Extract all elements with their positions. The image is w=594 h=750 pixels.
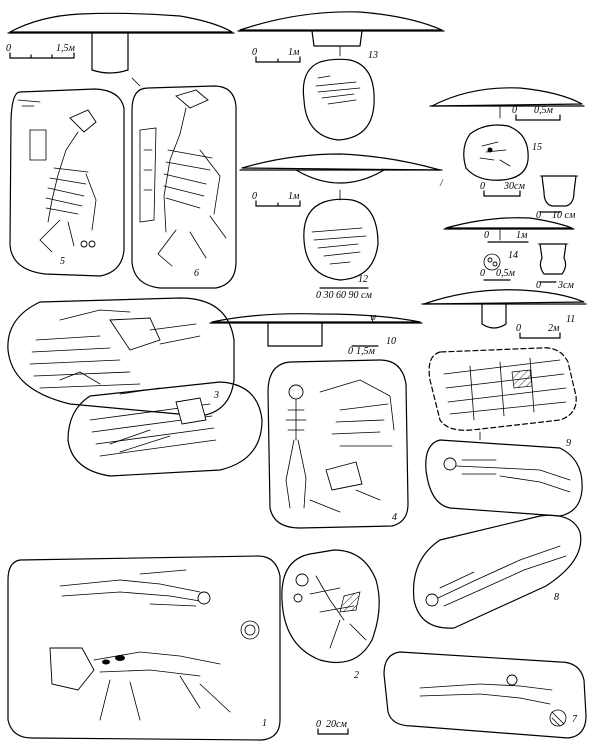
svg-text:1м: 1м <box>288 47 300 58</box>
svg-text:0 30 60 90 см: 0 30 60 90 см <box>316 290 372 301</box>
plan-13 <box>302 58 375 141</box>
plan-9: 9 <box>428 347 577 449</box>
scale-bar-15-section: 0 0,5м <box>512 105 561 121</box>
label-6: 6 <box>194 268 199 279</box>
svg-text:0: 0 <box>252 47 257 58</box>
vessel-14 <box>537 243 569 275</box>
label-7: 7 <box>572 714 578 725</box>
svg-text:0,5м: 0,5м <box>496 268 516 279</box>
plan-2: 2 <box>281 549 380 681</box>
svg-text:20см: 20см <box>326 719 347 730</box>
section-12: / <box>239 153 444 201</box>
plan-1: 1 <box>7 555 281 741</box>
svg-text:30см: 30см <box>503 181 525 192</box>
svg-text:0: 0 <box>516 323 521 334</box>
scale-bar-12-section: 0 1м <box>252 191 301 207</box>
svg-text:0: 0 <box>536 210 541 221</box>
svg-text:3см: 3см <box>557 280 574 291</box>
scale-bar-12-plan: 0 30 60 90 см <box>316 287 372 301</box>
label-15: 15 <box>532 142 542 153</box>
svg-text:0: 0 <box>484 230 489 241</box>
label-12: 12 <box>358 274 368 285</box>
svg-text:0: 0 <box>536 280 541 291</box>
mound-section-10: ѱ <box>209 312 423 347</box>
plan-3: 3 <box>7 297 263 477</box>
tick-mark: / <box>439 178 444 189</box>
label-5: 5 <box>60 256 65 267</box>
grass-glyph: ѱ <box>370 312 377 323</box>
mound-section-15 <box>429 87 585 119</box>
scale-bar-bottom: 0 20см <box>316 719 349 735</box>
mound-section-13: 13 <box>237 11 445 61</box>
label-1: 1 <box>262 718 267 729</box>
scale-bar-14-section: 0 1м <box>484 230 529 243</box>
label-10: 10 <box>386 336 396 347</box>
label-4: 4 <box>392 512 397 523</box>
scale-bar-15-vessel: 0 10 см <box>536 210 576 221</box>
plan-5: 5 <box>9 88 125 277</box>
label-14: 14 <box>508 250 518 261</box>
scale-value: 1,5м <box>56 43 76 54</box>
svg-text:0: 0 <box>348 346 353 357</box>
label-3: 3 <box>213 390 219 401</box>
plan-15: 15 <box>463 124 542 181</box>
mound-section-11 <box>421 289 587 329</box>
svg-text:10 см: 10 см <box>552 210 576 221</box>
label-2: 2 <box>354 670 359 681</box>
svg-text:1м: 1м <box>516 230 528 241</box>
plan-7: 7 <box>383 651 587 739</box>
scale-bar-13: 0 1м <box>252 47 301 63</box>
label-13: 13 <box>368 50 378 61</box>
svg-text:0: 0 <box>512 105 517 116</box>
svg-text:0: 0 <box>316 719 321 730</box>
svg-text:0: 0 <box>252 191 257 202</box>
scale-bar-top-left: 0 1,5м <box>6 43 76 59</box>
mound-section-top-left <box>7 12 235 87</box>
plan-6: 6 <box>131 85 237 289</box>
mound-section-14 <box>443 217 575 241</box>
plan-14: 14 <box>483 250 518 271</box>
scale-bar-11: 0 2м 11 <box>516 314 575 339</box>
svg-text:0: 0 <box>480 181 485 192</box>
scale-zero: 0 <box>6 43 11 54</box>
svg-text:0: 0 <box>480 268 485 279</box>
label-8: 8 <box>554 592 559 603</box>
scale-bar-14-plan: 0 0,5м <box>480 268 516 281</box>
scale-bar-14-vessel: 0 3см <box>536 280 574 291</box>
plan-9-lower <box>425 439 583 517</box>
svg-text:2м: 2м <box>548 323 560 334</box>
svg-text:0,5м: 0,5м <box>534 105 554 116</box>
label-11: 11 <box>566 314 575 325</box>
plan-8: 8 <box>412 514 582 629</box>
plan-12: 12 <box>303 198 379 285</box>
plan-4: 4 <box>267 359 409 529</box>
svg-text:1,5м: 1,5м <box>356 346 376 357</box>
scale-bar-10: 0 1,5м 10 <box>348 336 396 357</box>
label-9: 9 <box>566 438 571 449</box>
scale-bar-15-plan: 0 30см <box>480 181 525 197</box>
vessel-15 <box>539 175 579 207</box>
svg-text:1м: 1м <box>288 191 300 202</box>
